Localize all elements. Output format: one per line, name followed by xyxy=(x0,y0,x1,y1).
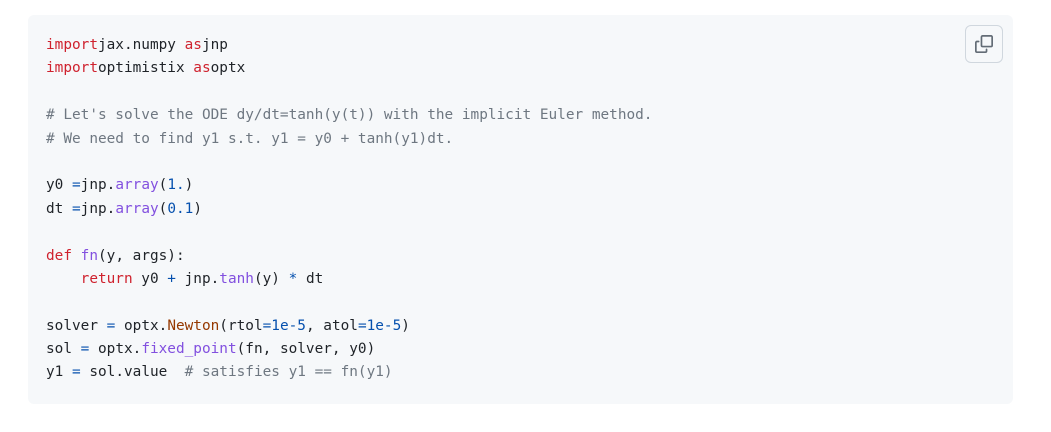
copy-button[interactable] xyxy=(965,25,1003,63)
code-token: jax.numpy xyxy=(97,37,185,53)
code-token: array xyxy=(115,177,159,194)
code-token: # satisfies y1 == fn(y1) xyxy=(184,364,393,381)
code-token: jnp. xyxy=(80,177,116,194)
code-token: fn xyxy=(80,247,98,264)
code-token: jnp. xyxy=(80,200,116,217)
code-token: as xyxy=(184,37,202,53)
code-line: importjax.numpy asjnp xyxy=(46,34,652,57)
copy-icon xyxy=(975,35,993,53)
code-token xyxy=(72,248,81,264)
code-line: dt =jnp.array(0.1) xyxy=(46,198,652,221)
code-token: dt xyxy=(297,270,324,287)
code-token: array xyxy=(115,200,159,217)
code-token: (rtol xyxy=(219,317,263,334)
code-token: (y) xyxy=(253,270,289,287)
code-token: 1. xyxy=(167,177,185,194)
code-line: def fn(y, args): xyxy=(46,245,652,268)
code-line: y1 = sol.value # satisfies y1 == fn(y1) xyxy=(46,361,652,384)
code-token: fixed_point xyxy=(141,341,237,358)
code-token: ) xyxy=(184,177,194,194)
code-token: optx. xyxy=(89,341,142,358)
code-token: solver xyxy=(46,317,107,334)
code-token: jnp xyxy=(201,37,228,53)
code-token: = xyxy=(72,364,81,381)
code-token: import xyxy=(46,37,98,53)
code-token: 1e-5 xyxy=(366,317,402,334)
code-token: , atol xyxy=(305,317,358,334)
code-token: * xyxy=(288,270,298,287)
code-token: dt xyxy=(46,200,72,217)
code-token: ( xyxy=(158,177,168,194)
code-token: # Let's solve the ODE dy/dt=tanh(y(t)) w… xyxy=(46,107,653,124)
code-token: return xyxy=(80,270,133,287)
code-token: ) xyxy=(193,200,202,217)
code-token: sol xyxy=(46,341,81,358)
code-token: y0 xyxy=(132,270,168,287)
code-token: ( xyxy=(158,200,168,217)
code-token: def xyxy=(46,247,72,264)
code-token: 0.1 xyxy=(167,200,194,217)
code-token: + xyxy=(167,270,176,287)
code-token: = xyxy=(262,317,272,334)
code-token: = xyxy=(72,177,81,194)
code-token: = xyxy=(80,341,90,358)
code-line: # We need to find y1 s.t. y1 = y0 + tanh… xyxy=(46,128,652,151)
code-line: solver = optx.Newton(rtol=1e-5, atol=1e-… xyxy=(46,315,652,338)
code-line xyxy=(46,291,652,314)
code-token: sol.value xyxy=(80,364,185,381)
code-token: optimistix xyxy=(97,60,194,77)
code-line xyxy=(46,221,652,244)
code-token xyxy=(46,271,81,287)
code-token: = xyxy=(357,317,367,334)
code-line: y0 =jnp.array(1.) xyxy=(46,174,652,197)
code-token: y1 xyxy=(46,364,72,381)
code-line xyxy=(46,81,652,104)
code-token: Newton xyxy=(167,317,220,334)
code-token: y0 xyxy=(46,177,72,194)
code-token: ) xyxy=(401,317,410,334)
code-token: tanh xyxy=(219,270,254,287)
code-token: 1e-5 xyxy=(271,317,306,334)
code-line: importoptimistix asoptx xyxy=(46,57,652,80)
code-token: (y, args): xyxy=(98,247,185,264)
code-token: as xyxy=(193,60,211,77)
code-token: # We need to find y1 s.t. y1 = y0 + tanh… xyxy=(46,130,454,147)
code-line: return y0 + jnp.tanh(y) * dt xyxy=(46,268,652,291)
code-line: sol = optx.fixed_point(fn, solver, y0) xyxy=(46,338,652,361)
code-token: optx. xyxy=(115,317,168,334)
code-token: = xyxy=(106,317,116,334)
code-token: = xyxy=(72,200,81,217)
code-token: jnp. xyxy=(175,270,220,287)
code-token: import xyxy=(46,60,98,77)
code-line xyxy=(46,151,652,174)
code-line: # Let's solve the ODE dy/dt=tanh(y(t)) w… xyxy=(46,104,652,127)
code-token: optx xyxy=(210,60,246,77)
code-token: (fn, solver, y0) xyxy=(236,341,376,358)
